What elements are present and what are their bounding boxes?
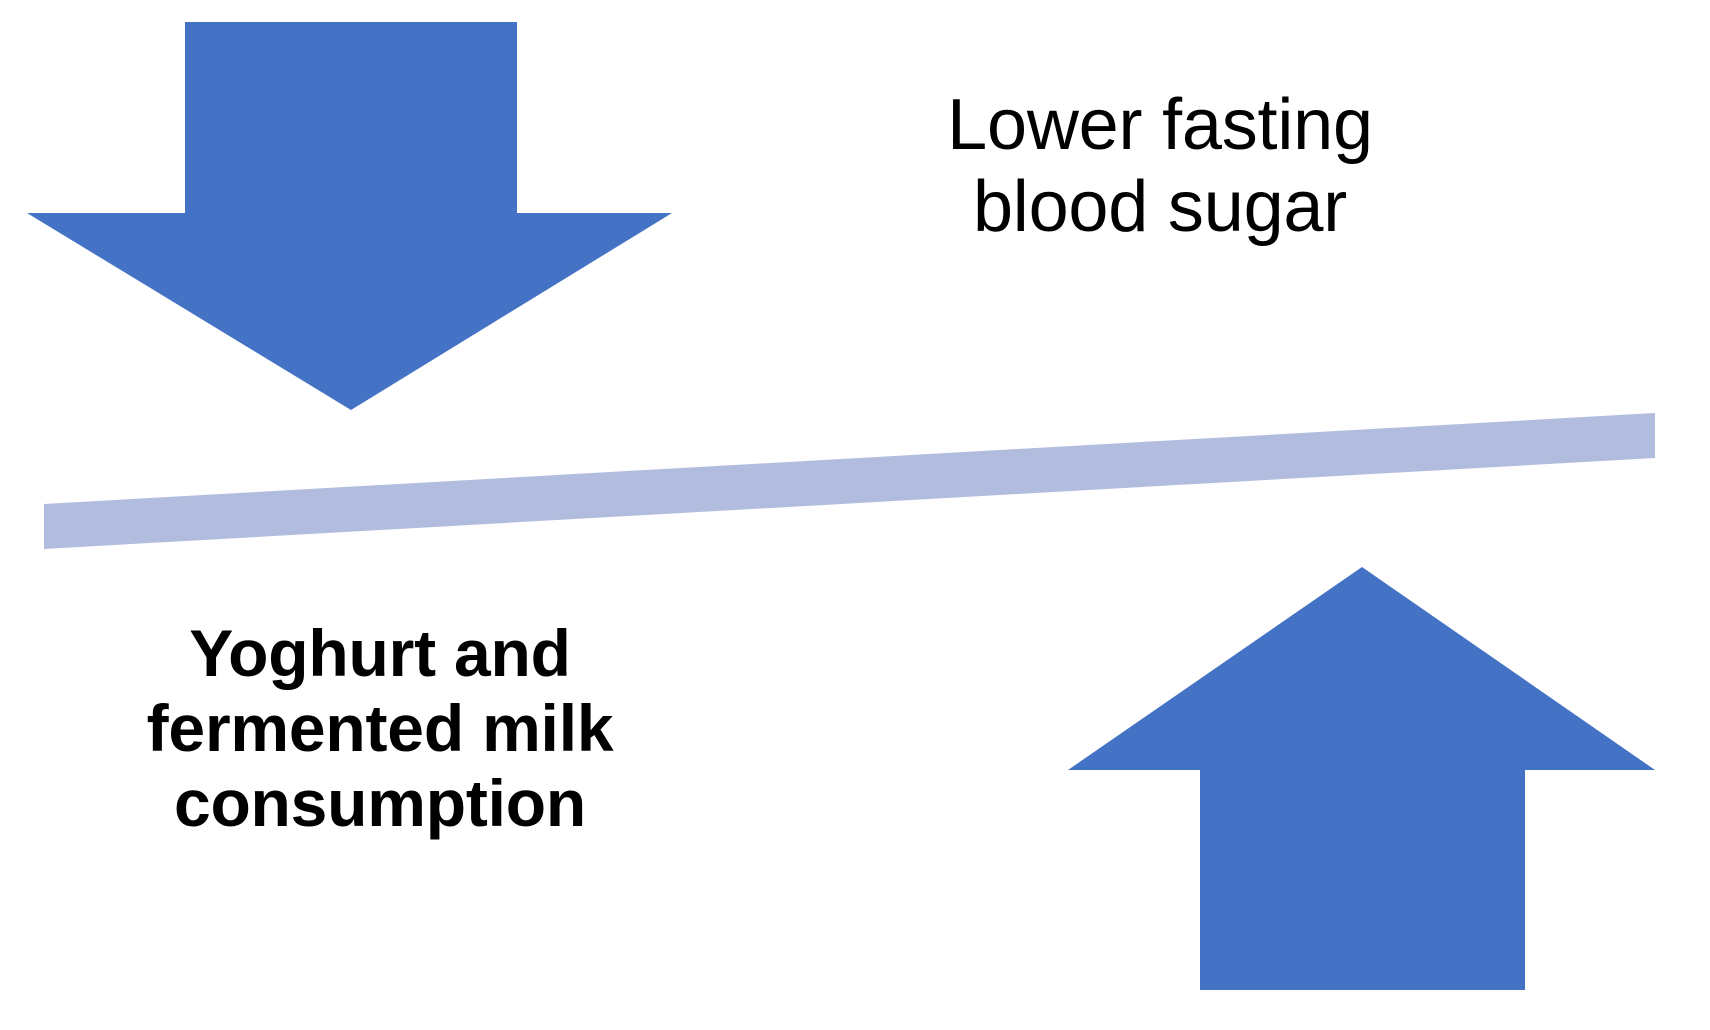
seesaw-beam-icon (44, 413, 1655, 549)
exposure-label: Yoghurt and fermented milk consumption (146, 616, 614, 841)
arrow-down-icon (27, 22, 672, 410)
outcome-label: Lower fasting blood sugar (947, 85, 1373, 248)
arrow-up-icon (1068, 567, 1655, 990)
